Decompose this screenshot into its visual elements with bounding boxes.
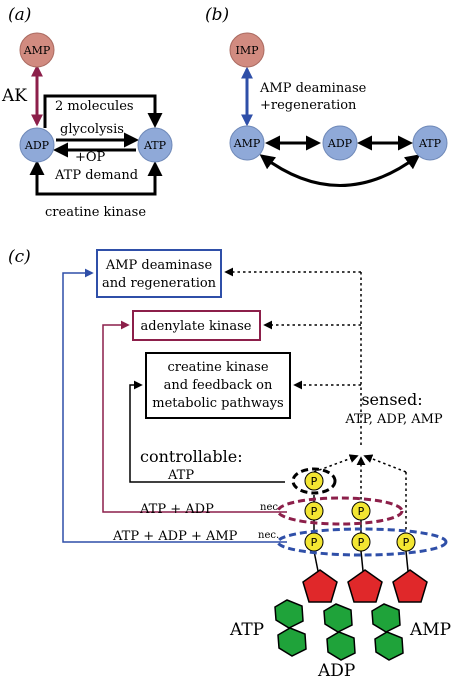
box-creatine-kinase-line1: creatine kinase: [167, 360, 268, 375]
sensing-lines: [224, 267, 407, 535]
node-imp-b: [229, 32, 265, 68]
phosphate-amp-alpha: [396, 532, 416, 552]
controllable-list: ATP: [167, 468, 194, 483]
molecule-label-amp: AMP: [409, 620, 451, 640]
node-adp-a: [19, 127, 55, 163]
phosphate-label: P: [358, 505, 365, 518]
box-amp-deaminase-line2: and regeneration: [102, 276, 217, 291]
adenine-adp-2: [326, 631, 356, 661]
sensed-title: sensed:: [361, 390, 422, 409]
box-creatine-kinase-line2: and feedback on: [164, 378, 273, 393]
panel-a: (a) AK 2 molecules glycolysis +OP ATP de…: [1, 5, 173, 220]
node-amp-b-label: AMP: [233, 137, 261, 150]
molecule-amp: [371, 569, 428, 661]
molecule-atp: [274, 569, 338, 657]
phosphate-atp-alpha: [304, 532, 324, 552]
box-amp-deaminase: [96, 249, 222, 298]
molecule-label-atp: ATP: [229, 620, 264, 640]
phosphate-adp-beta: [351, 501, 371, 521]
atp-demand-label: ATP demand: [54, 168, 138, 183]
sensed-list: ATP, ADP, AMP: [344, 412, 443, 427]
phosphate-adp-alpha: [351, 532, 371, 552]
panel-c-tag: (c): [8, 247, 31, 267]
creatine-kinase-arrow: [29, 160, 163, 196]
node-atp-b-label: ATP: [418, 137, 442, 150]
phosphate-label: P: [311, 505, 318, 518]
molecule-adp: [323, 569, 383, 661]
phosphate-atp-beta: [304, 501, 324, 521]
panel-c: (c) AMP deaminase and regeneration adeny…: [8, 247, 451, 681]
molecule-label-adp: ADP: [317, 661, 355, 681]
level-atp-adp: ATP + ADP: [139, 502, 214, 517]
adenine-atp-2: [277, 627, 307, 657]
ellipse-controllable: [291, 467, 337, 495]
ak-label: AK: [1, 86, 27, 106]
phosphates: P P P P P P: [304, 471, 416, 552]
controllable-title: controllable:: [140, 447, 243, 466]
glycolysis-label: glycolysis: [60, 122, 124, 137]
phosphate-label: P: [358, 536, 365, 549]
phosphate-label: P: [311, 536, 318, 549]
phosphate-label: P: [403, 536, 410, 549]
two-molecules-label: 2 molecules: [55, 99, 134, 114]
node-adp-a-label: ADP: [24, 139, 50, 152]
box-amp-deaminase-line1: AMP deaminase: [105, 258, 213, 273]
node-amp-b: [229, 125, 265, 161]
panel-b-label-1: AMP deaminase: [259, 81, 367, 96]
ribose-adp: [347, 569, 383, 603]
box-creatine-kinase-line3: metabolic pathways: [152, 396, 283, 411]
box-adenylate-kinase: [132, 310, 261, 341]
ribose-atp: [302, 569, 338, 603]
phosphate-label: P: [311, 475, 318, 488]
node-amp-a-label: AMP: [23, 44, 51, 57]
adenine-atp-1: [274, 599, 304, 629]
op-label: +OP: [75, 150, 106, 165]
feedback-line-black: [129, 380, 285, 483]
panel-b-label-2: +regeneration: [260, 98, 357, 113]
feedback-line-maroon: [102, 320, 287, 513]
adenine-amp-1: [371, 603, 401, 633]
nec-label-2: nec.: [258, 530, 279, 541]
node-adp-b: [322, 125, 358, 161]
two-molecules-arrow: [43, 94, 163, 128]
panel-b-tag: (b): [205, 5, 229, 25]
nec-label-1: nec.: [260, 502, 281, 513]
ellipse-atp-adp: [276, 496, 404, 526]
node-amp-a: [19, 32, 55, 68]
box-adenylate-kinase-label: adenylate kinase: [141, 319, 252, 334]
node-adp-b-label: ADP: [327, 137, 353, 150]
creatine-kinase-label-a: creatine kinase: [45, 205, 146, 220]
node-atp-b: [412, 125, 448, 161]
node-atp-a-label: ATP: [143, 139, 167, 152]
node-atp-a: [137, 127, 173, 163]
node-imp-b-label: IMP: [235, 44, 259, 57]
adenine-adp-1: [323, 603, 353, 633]
ribose-amp: [392, 569, 428, 603]
ellipse-atp-adp-amp: [276, 527, 448, 557]
phosphate-atp-gamma: [304, 471, 324, 491]
level-atp-adp-amp: ATP + ADP + AMP: [112, 529, 238, 544]
panel-a-tag: (a): [8, 5, 31, 25]
amp-atp-curve: [259, 154, 421, 187]
box-creatine-kinase: [145, 352, 291, 419]
feedback-line-blue: [62, 268, 287, 543]
adenine-amp-2: [374, 631, 404, 661]
panel-b: (b) AMP deaminase +regeneration IMP AMP …: [205, 5, 448, 187]
